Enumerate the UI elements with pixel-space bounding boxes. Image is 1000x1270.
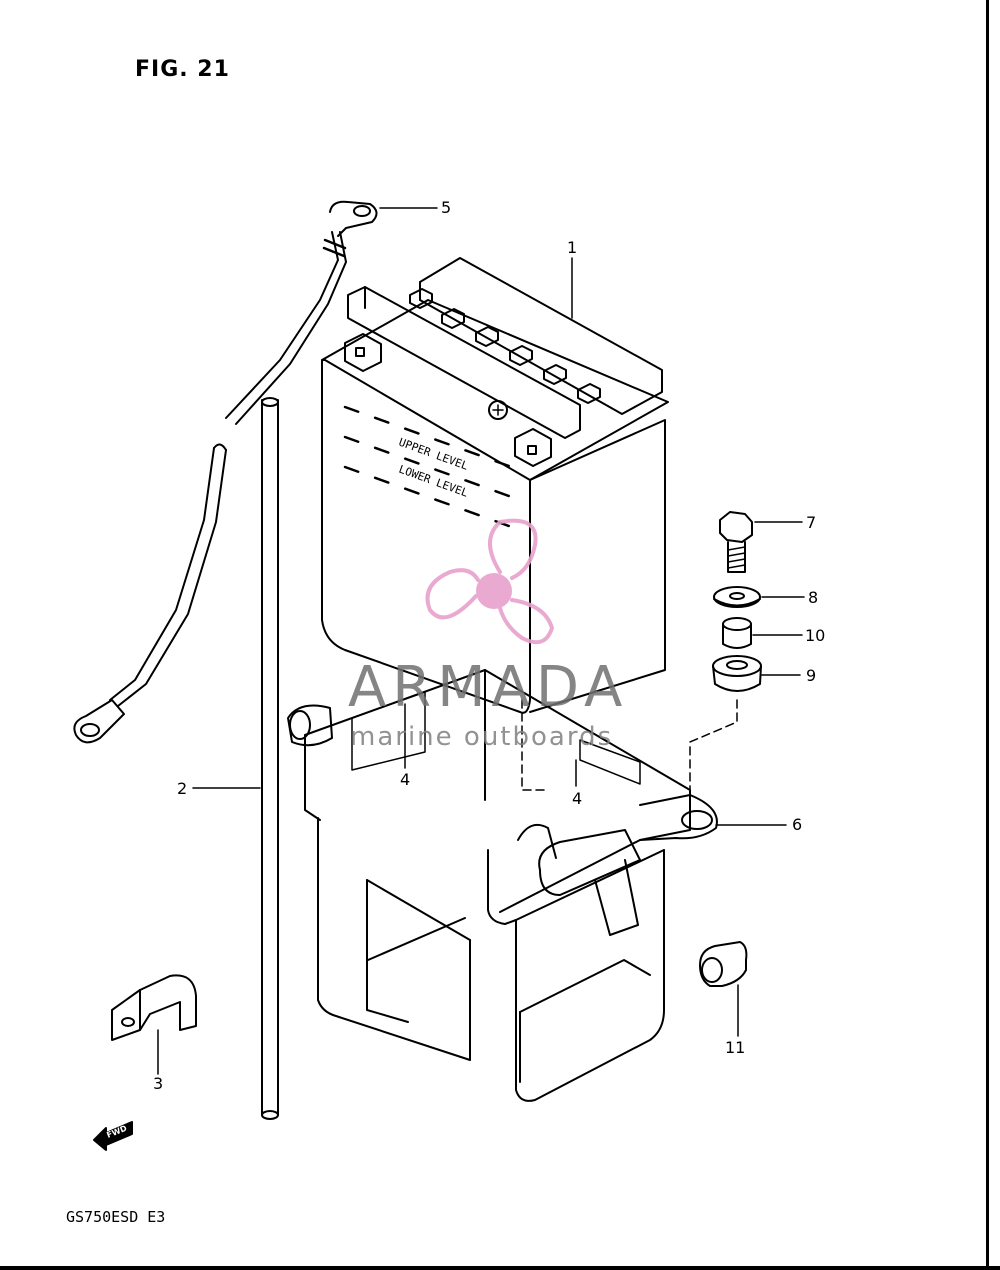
battery-case: [287, 669, 718, 1102]
callout-2: 2: [177, 779, 188, 798]
frame-border-right: [986, 0, 989, 1270]
propeller-logo-icon: [425, 518, 554, 645]
callout-4a: 4: [400, 770, 411, 789]
washer: [713, 586, 761, 608]
model-code: GS750ESD E3: [66, 1208, 166, 1226]
callout-7: 7: [806, 513, 817, 532]
spacer: [699, 941, 748, 987]
frame-border-bottom: [0, 1266, 1000, 1270]
bolt: [719, 511, 753, 573]
callout-10: 10: [805, 626, 826, 645]
battery: [321, 257, 669, 714]
callout-9: 9: [806, 666, 817, 685]
callout-11: 11: [725, 1038, 746, 1057]
battery-cable: [73, 200, 378, 744]
vent-tube: [261, 397, 279, 1120]
watermark-tagline: marine outboards: [350, 722, 614, 752]
callout-3: 3: [153, 1074, 164, 1093]
callout-1: 1: [567, 238, 578, 257]
leader-lines: [157, 207, 805, 1075]
figure-title: FIG. 21: [135, 57, 230, 82]
watermark-name: ARMADA: [348, 655, 629, 720]
callout-6: 6: [792, 815, 803, 834]
forward-arrow-icon: [93, 1121, 133, 1151]
collar: [722, 617, 752, 649]
callout-5: 5: [441, 198, 452, 217]
callout-4b: 4: [572, 789, 583, 808]
callout-8: 8: [808, 588, 819, 607]
cushion: [712, 655, 762, 692]
tube-clamp: [111, 974, 197, 1041]
